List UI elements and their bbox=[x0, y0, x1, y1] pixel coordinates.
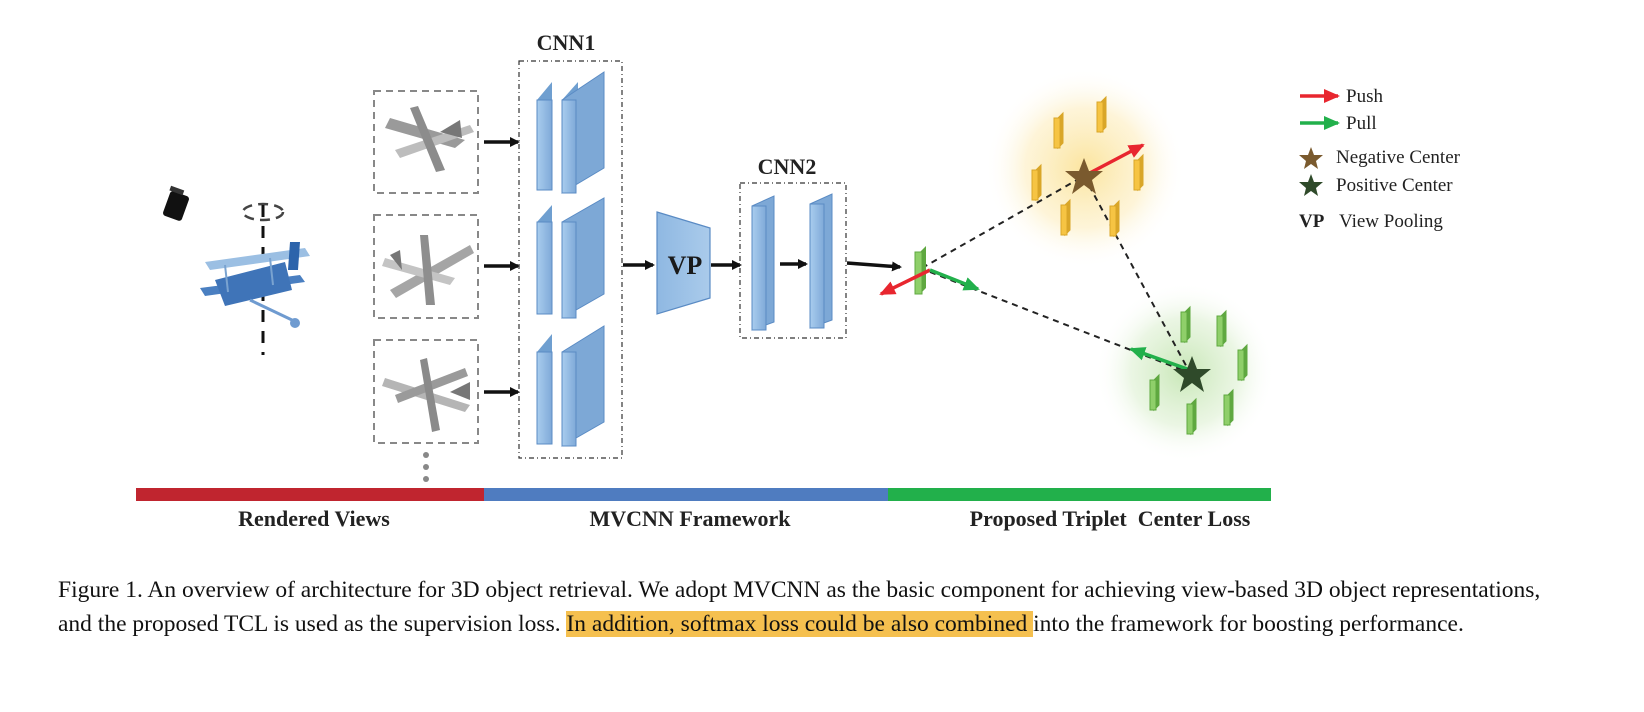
push-arrow-anchor bbox=[879, 268, 931, 296]
camera-icon bbox=[163, 185, 189, 221]
legend-vp-key: VP bbox=[1299, 211, 1325, 232]
section-label-rendered-views: Rendered Views bbox=[238, 506, 390, 531]
legend: Push Pull Negative Center Positive Cente… bbox=[1299, 86, 1461, 232]
rendered-view-3 bbox=[373, 339, 479, 444]
cnn1-block-middle bbox=[536, 197, 605, 319]
positive-center-star bbox=[1173, 356, 1211, 392]
caption-text-end: into the framework for boosting performa… bbox=[1033, 611, 1464, 637]
dashed-negative-to-positive bbox=[1083, 175, 1191, 374]
airplane-model-icon bbox=[200, 242, 310, 328]
legend-push-label: Push bbox=[1346, 86, 1383, 107]
cnn2-block-1 bbox=[751, 195, 775, 331]
cnn2-container bbox=[739, 182, 847, 339]
arrow-cnn2-feature bbox=[846, 261, 902, 272]
caption-text: Figure 1. An overview of architecture fo… bbox=[58, 577, 1541, 637]
positive-features bbox=[1149, 305, 1248, 436]
legend-negative-star-icon bbox=[1299, 147, 1323, 169]
rendered-view-1 bbox=[373, 90, 479, 194]
pull-arrow-positive bbox=[1129, 347, 1191, 372]
cnn2-block-2 bbox=[809, 193, 833, 329]
negative-center-star bbox=[1065, 158, 1103, 194]
legend-pull-label: Pull bbox=[1346, 113, 1377, 134]
rotation-icon bbox=[241, 202, 285, 222]
section-bar-mvcnn bbox=[484, 488, 888, 501]
section-label-triplet-loss: Proposed Triplet Center Loss bbox=[970, 506, 1251, 531]
legend-positive-label: Positive Center bbox=[1336, 175, 1453, 196]
legend-positive-star-icon bbox=[1299, 174, 1323, 196]
section-bar-rendered-views bbox=[136, 488, 484, 501]
more-views-ellipsis bbox=[423, 452, 429, 482]
caption-highlight: In addition, softmax loss could be also … bbox=[566, 611, 1034, 637]
pull-arrow-anchor bbox=[929, 268, 980, 291]
rendered-view-2 bbox=[373, 214, 479, 319]
svg-text:VP: VP bbox=[668, 251, 703, 280]
cnn1-label: CNN1 bbox=[537, 30, 596, 55]
cnn2-label: CNN2 bbox=[758, 154, 817, 179]
anchor-feature bbox=[914, 246, 926, 295]
view-pooling-block: VP bbox=[656, 211, 711, 315]
section-bar-triplet-loss bbox=[888, 488, 1271, 501]
cnn1-block-bottom bbox=[536, 325, 605, 447]
cnn1-container bbox=[518, 60, 623, 459]
push-arrow-negative bbox=[1085, 143, 1145, 177]
legend-vp-label: View Pooling bbox=[1339, 211, 1443, 232]
cnn1-block-top bbox=[536, 71, 605, 194]
dashed-feature-to-negative bbox=[921, 175, 1085, 269]
figure-caption: Figure 1. An overview of architecture fo… bbox=[58, 573, 1558, 641]
legend-negative-label: Negative Center bbox=[1336, 147, 1461, 168]
section-label-mvcnn: MVCNN Framework bbox=[590, 506, 792, 531]
